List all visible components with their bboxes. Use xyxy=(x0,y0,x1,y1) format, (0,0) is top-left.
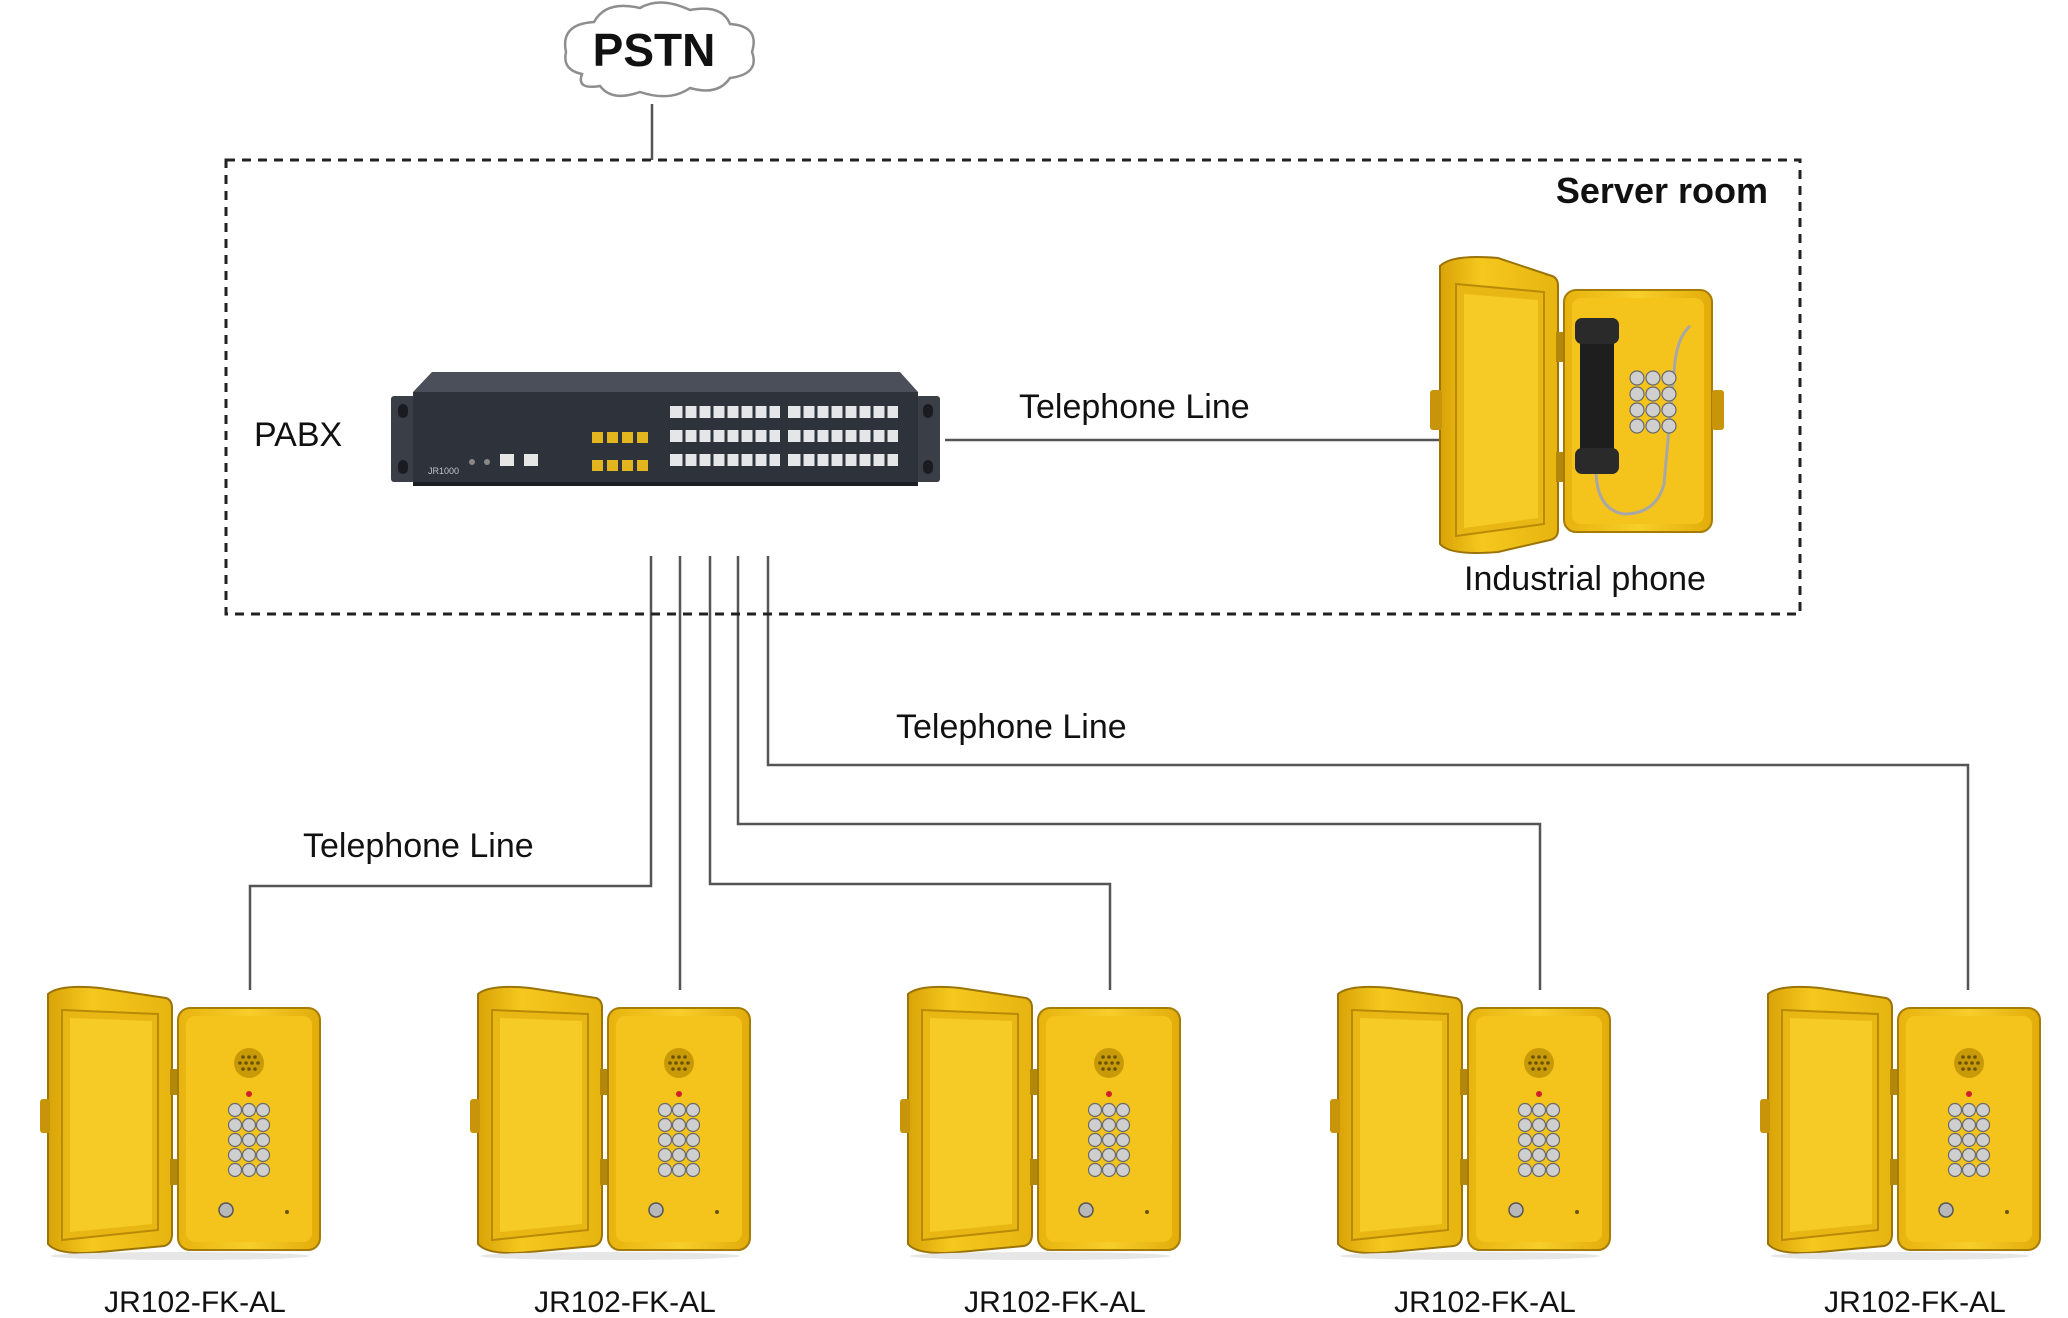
server-room-box: Server room xyxy=(224,158,1802,616)
line-to-phone-1 xyxy=(248,556,653,990)
line-to-phone-4 xyxy=(736,556,1542,990)
line-to-phone-5 xyxy=(766,556,1970,990)
phone-model-label: JR102-FK-AL xyxy=(104,1286,286,1318)
industrial-phone-label: Industrial phone xyxy=(1464,560,1706,598)
line-to-phone-3 xyxy=(708,556,1112,990)
phone-2: JR102-FK-AL xyxy=(469,985,751,1318)
pabx-device: JR1000 xyxy=(391,372,940,486)
line-label-pabx-industrial: Telephone Line xyxy=(1019,388,1250,426)
phone-4: JR102-FK-AL xyxy=(1329,985,1611,1318)
pabx-model: JR1000 xyxy=(428,466,459,476)
server-room-title: Server room xyxy=(1556,170,1768,211)
pabx-label: PABX xyxy=(254,416,342,454)
phone-model-label: JR102-FK-AL xyxy=(1394,1286,1576,1318)
pstn-cloud: PSTN xyxy=(563,1,755,98)
phone-1: JR102-FK-AL xyxy=(39,985,321,1318)
phone-model-label: JR102-FK-AL xyxy=(964,1286,1146,1318)
connection-lines xyxy=(248,104,1970,990)
phone-model-label: JR102-FK-AL xyxy=(534,1286,716,1318)
industrial-phone xyxy=(1430,256,1724,554)
pstn-label: PSTN xyxy=(593,24,716,76)
line-label-lower: Telephone Line xyxy=(303,827,534,865)
phone-3: JR102-FK-AL xyxy=(899,985,1181,1318)
phone-5: JR102-FK-AL xyxy=(1759,985,2041,1318)
line-label-upper: Telephone Line xyxy=(896,708,1127,746)
phone-model-label: JR102-FK-AL xyxy=(1824,1286,2006,1318)
